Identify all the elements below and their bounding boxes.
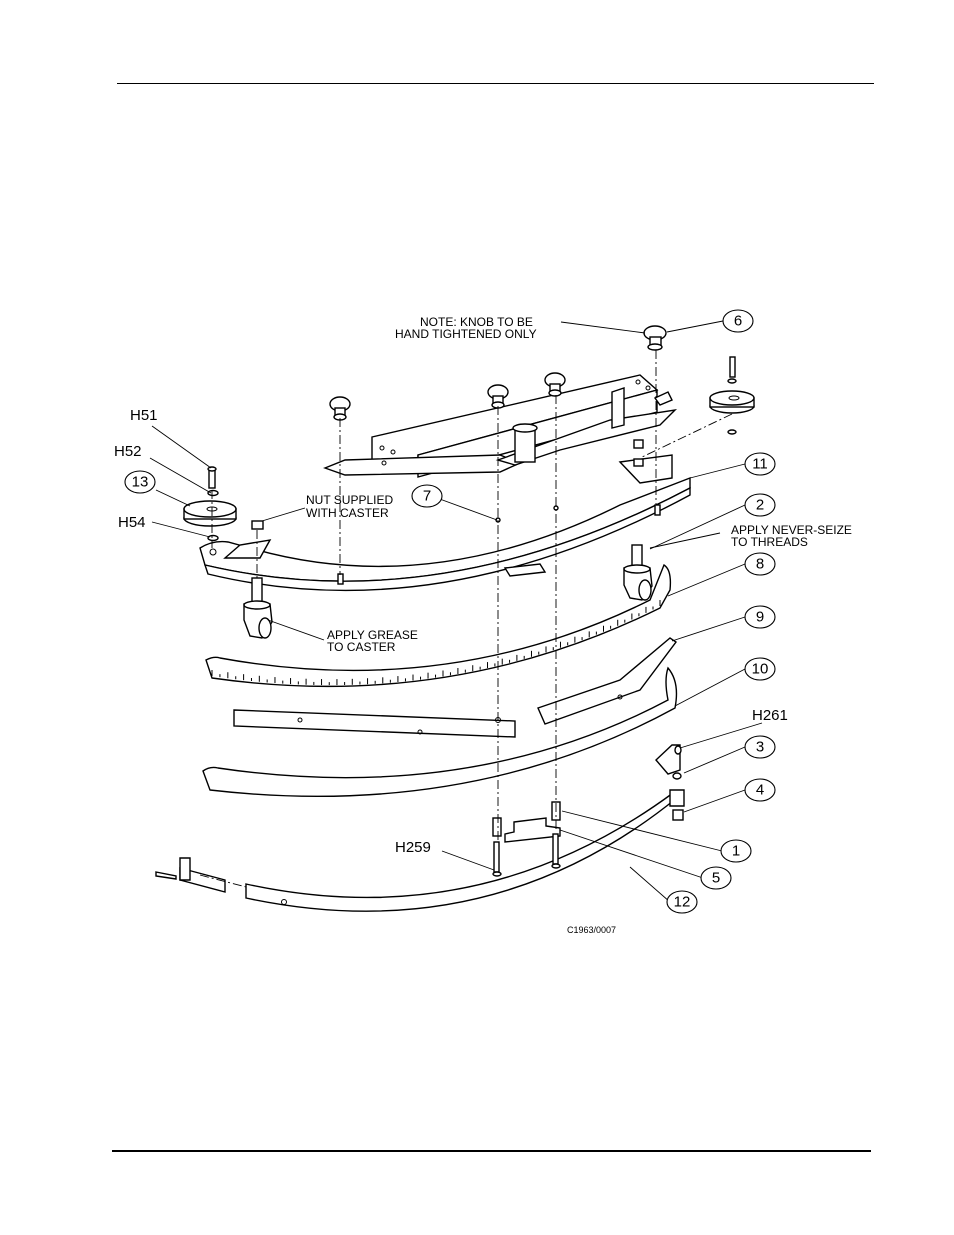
header-rule: [117, 83, 874, 84]
callout-6-text: 6: [734, 313, 742, 330]
callout-6: [722, 309, 754, 333]
callout-13-text: 13: [132, 474, 149, 491]
label-h261: H261: [752, 707, 788, 724]
callout-4-text: 4: [756, 782, 764, 799]
roller-13: [183, 500, 237, 527]
callout-9: [744, 605, 776, 629]
callout-5-text: 5: [712, 870, 720, 887]
bottom-bracket-5: [492, 745, 682, 877]
hardware-stack: [207, 356, 737, 585]
knob-top-mid: [487, 384, 509, 409]
callout-8-text: 8: [756, 556, 764, 573]
callout-3-text: 3: [756, 739, 764, 756]
callout-1: [720, 839, 752, 863]
note-seize-line2: TO THREADS: [731, 535, 808, 549]
band-12: [155, 744, 685, 912]
centre-lines: [199, 350, 733, 888]
callout-2: [744, 493, 776, 517]
top-frame-bracket: [323, 374, 678, 478]
scale-rail-8: [205, 563, 672, 688]
roller-right: [709, 390, 755, 414]
callout-2-text: 2: [756, 497, 764, 514]
callout-13: [124, 470, 156, 494]
callout-3: [744, 735, 776, 759]
pad-10: [202, 666, 678, 798]
caster-left: [243, 577, 273, 639]
note-knob-line2: HAND TIGHTENED ONLY: [395, 327, 537, 341]
label-h259: H259: [395, 839, 431, 856]
note-nut-line1: NUT SUPPLIED: [306, 493, 393, 507]
callout-8: [744, 552, 776, 576]
callout-11-text: 11: [752, 456, 768, 473]
hardware-labels: H51 H52 H54 H259 H261: [114, 407, 788, 856]
note-grease-line1: APPLY GREASE: [327, 628, 418, 642]
label-h54: H54: [118, 514, 146, 531]
callout-10-text: 10: [752, 661, 769, 678]
footer-rule: [112, 1150, 871, 1152]
label-h51: H51: [130, 407, 158, 424]
base-plate-11: [199, 454, 691, 592]
leader-lines: [149, 320, 763, 903]
knob-6: [643, 325, 667, 351]
note-nut-line2: WITH CASTER: [306, 506, 389, 520]
caster-right: [623, 544, 653, 601]
callout-1-text: 1: [732, 843, 740, 860]
callout-7: [411, 484, 443, 508]
assembly-notes: NOTE: KNOB TO BE HAND TIGHTENED ONLY NUT…: [306, 315, 852, 935]
callout-5: [700, 866, 732, 890]
callout-12-text: 12: [674, 894, 691, 911]
label-h52: H52: [114, 443, 142, 460]
drawing-code: C1963/0007: [567, 925, 616, 935]
callout-4: [744, 778, 776, 802]
callout-9-text: 9: [756, 609, 764, 626]
callout-11: [744, 452, 776, 476]
callout-12: [666, 890, 698, 914]
knob-top-right: [544, 372, 566, 397]
note-knob-line1: NOTE: KNOB TO BE: [420, 315, 533, 329]
knob-top-left: [329, 396, 351, 421]
note-seize-line1: APPLY NEVER-SEIZE: [731, 523, 852, 537]
bar-9: [233, 637, 678, 738]
callout-10: [744, 657, 776, 681]
note-grease-line2: TO CASTER: [327, 640, 396, 654]
callout-7-text: 7: [423, 488, 431, 505]
callout-bubbles: 6 11 2 8 9 10 3 4 1 5 12 7 13: [124, 309, 776, 914]
